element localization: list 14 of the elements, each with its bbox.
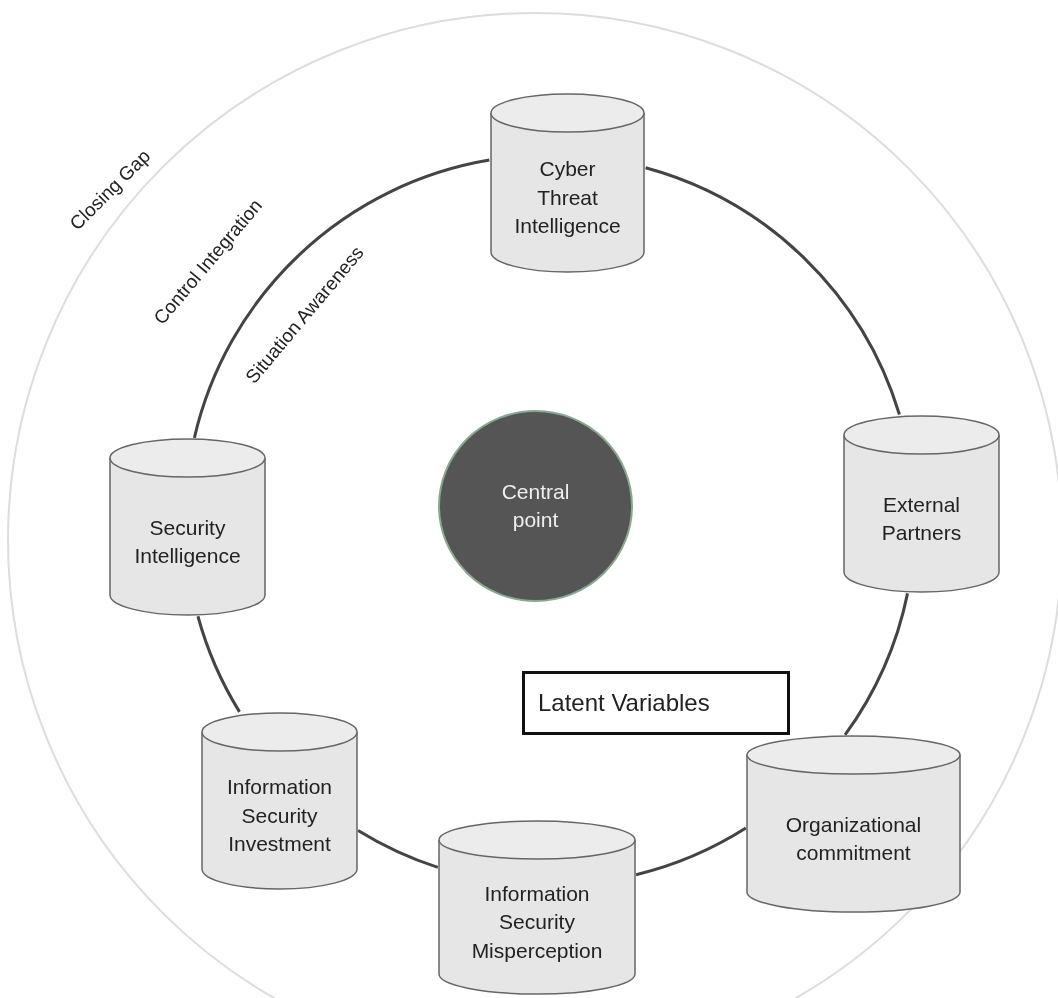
ring-arc	[357, 829, 439, 869]
node-label: Security Intelligence	[133, 514, 242, 569]
ring-arc	[192, 158, 490, 439]
ring-arc	[843, 592, 909, 736]
node-label: Information Security Investment	[225, 774, 334, 858]
node-label: Information Security Misperception	[470, 881, 604, 964]
ring-arc	[645, 166, 901, 416]
node-label: Organizational commitment	[784, 811, 923, 866]
node-label: External Partners	[880, 491, 963, 546]
node-label: Latent Variables	[538, 687, 711, 718]
node-label: Cyber Threat Intelligence	[513, 156, 622, 240]
ring-arc	[635, 826, 747, 877]
ring-arc	[196, 615, 241, 713]
center-label: Central point	[500, 479, 571, 534]
